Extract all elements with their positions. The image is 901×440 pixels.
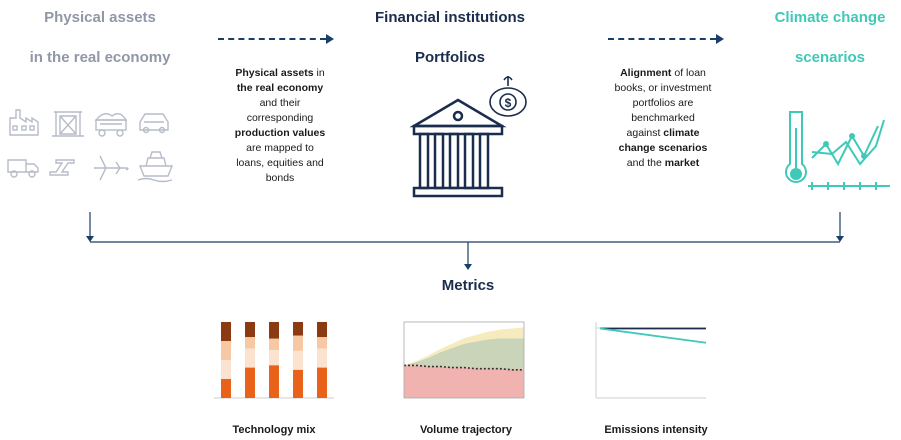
emissions-intensity-chart: [595, 322, 707, 399]
volume-area-series: [404, 327, 524, 366]
truck-icon: [7, 159, 39, 178]
volume-frame: [403, 321, 525, 399]
mix-bar-segment: [317, 322, 327, 338]
climate-scenarios-title: Climate change scenarios: [774, 9, 886, 66]
volume-trajectory-chart: [403, 321, 525, 399]
mix-bar-segment: [245, 337, 255, 349]
ship-icon: [137, 151, 174, 183]
thermometer-chart-icon: [785, 111, 890, 190]
volume-area-series: [404, 338, 524, 370]
mix-bar-segment: [317, 348, 327, 368]
mining-cart-icon: [94, 113, 128, 137]
emissions-intensity-label: Emissions intensity: [604, 424, 708, 436]
factory-icon: [9, 109, 39, 136]
mix-bar-segment: [269, 365, 279, 398]
mix-bar-segment: [221, 341, 231, 360]
mix-bar-segment: [293, 350, 303, 370]
mix-bar-segment: [317, 367, 327, 398]
mix-bar-segment: [269, 350, 279, 366]
financial-institutions-title: Financial institutions Portfolios: [374, 9, 525, 66]
currency-symbol: $: [505, 96, 512, 110]
mix-bar-segment: [245, 348, 255, 368]
bank-icon: $: [409, 76, 527, 198]
oil-derrick-icon: [52, 111, 84, 137]
technology-mix-chart: [214, 322, 334, 399]
airplane-icon: [94, 155, 129, 181]
mix-bar-segment: [269, 322, 279, 339]
steel-beam-icon: [49, 159, 75, 176]
physical-assets-title: Physical assets in the real economy: [29, 9, 171, 66]
volume-area-series: [404, 365, 524, 398]
piggy-bank-icon: [489, 76, 527, 117]
mix-bar-segment: [317, 337, 327, 349]
metrics-title: Metrics: [441, 277, 495, 294]
car-icon: [139, 113, 169, 134]
mix-bar-segment: [245, 322, 255, 338]
mix-bar-segment: [293, 369, 303, 398]
mix-bar-segment: [221, 379, 231, 398]
mix-bar-segment: [221, 322, 231, 341]
technology-mix-label: Technology mix: [232, 424, 316, 436]
mix-bar-segment: [245, 367, 255, 398]
mix-bar-segment: [293, 322, 303, 336]
emissions-line-series: [599, 327, 707, 344]
alignment-description: Alignment of loan books, or investment p…: [614, 67, 712, 169]
volume-trajectory-label: Volume trajectory: [419, 424, 513, 436]
volume-dotted-line: [404, 364, 524, 371]
mix-bar-segment: [269, 338, 279, 351]
mix-bar-segment: [293, 335, 303, 351]
mapping-description: Physical assets in the real economy and …: [234, 67, 326, 184]
mix-bar-segment: [221, 360, 231, 379]
